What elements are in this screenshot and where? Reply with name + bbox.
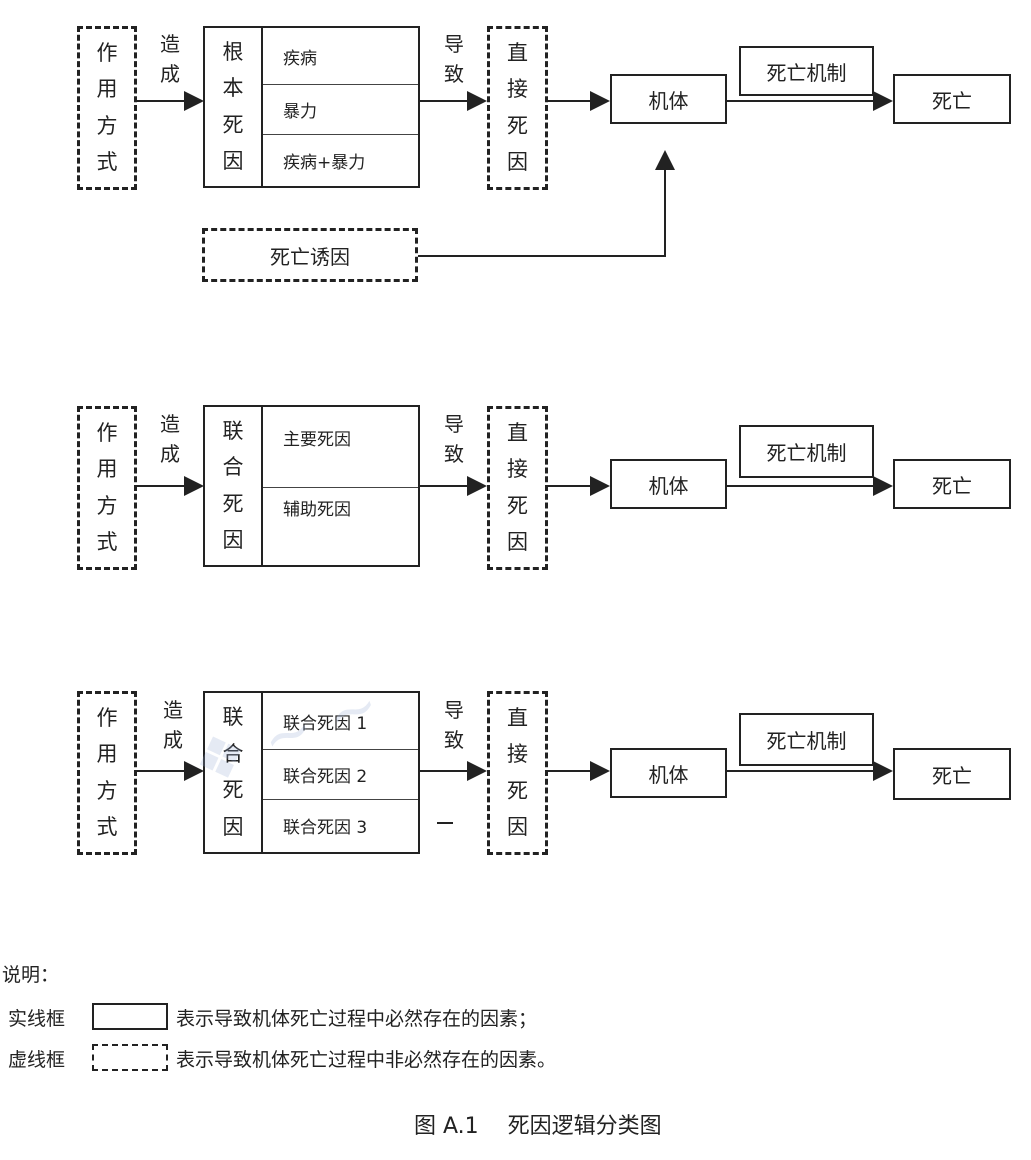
mechanism-box: 死亡机制 (739, 46, 874, 96)
cause-verb-label: 造成 (163, 698, 183, 752)
cause-verb-label: 造成 (160, 32, 180, 86)
manner-char: 式 (96, 150, 118, 175)
manner-char: 方 (96, 113, 118, 138)
root-cause-title: 根 本 死 因 (222, 39, 244, 174)
combined-cause-item: 主要死因 (283, 429, 351, 450)
root-cause-box: 根 本 死 因 疾病 暴力 疾病+暴力 (203, 26, 420, 188)
death-box: 死亡 (893, 748, 1011, 800)
combined-cause-item: 联合死因 2 (283, 766, 368, 787)
direct-cause-box: 直 接 死 因 (487, 691, 548, 855)
lead-verb-label: 导致 (444, 412, 464, 466)
mechanism-box: 死亡机制 (739, 425, 874, 478)
body-box: 机体 (610, 74, 727, 124)
lead-verb-label: 导致 (444, 698, 464, 752)
arrow-precipitating-to-body (418, 150, 675, 257)
cause-verb-label: 造成 (160, 412, 180, 466)
body-box: 机体 (610, 459, 727, 509)
death-box: 死亡 (893, 74, 1011, 124)
mechanism-box: 死亡机制 (739, 713, 874, 766)
figure-caption: 图 A.1 死因逻辑分类图 (414, 1114, 662, 1139)
combined-cause-box: 联 合 死 因 主要死因 辅助死因 (203, 405, 420, 567)
body-box: 机体 (610, 748, 727, 798)
combined-cause-title: 联 合 死 因 (222, 418, 244, 553)
root-cause-item: 疾病 (283, 48, 317, 69)
combined-cause-item: 辅助死因 (283, 499, 351, 520)
direct-cause-box: 直 接 死 因 (487, 406, 548, 570)
legend-solid-label: 实线框 (8, 1008, 66, 1030)
legend-heading: 说明： (2, 964, 60, 986)
root-cause-item: 疾病+暴力 (283, 152, 366, 173)
root-cause-item: 暴力 (283, 101, 317, 122)
legend-solid-desc: 表示导致机体死亡过程中必然存在的因素； (176, 1008, 538, 1030)
manner-box: 作 用 方 式 (77, 691, 137, 855)
combined-cause-title: 联 合 死 因 (222, 704, 244, 840)
combined-cause-box: 联 合 死 因 联合死因 1 联合死因 2 联合死因 3 (203, 691, 420, 854)
legend-dashed-swatch (92, 1044, 168, 1071)
manner-box: 作 用 方 式 (77, 406, 137, 570)
legend-dashed-label: 虚线框 (8, 1049, 66, 1071)
combined-cause-item: 联合死因 1 (283, 713, 368, 734)
manner-box: 作 用 方 式 (77, 26, 137, 190)
legend-solid-swatch (92, 1003, 168, 1030)
combined-cause-item: 联合死因 3 (283, 818, 368, 838)
legend-dashed-desc: 表示导致机体死亡过程中非必然存在的因素。 (176, 1049, 557, 1071)
lead-verb-label: 导致 (444, 32, 464, 86)
manner-char: 用 (96, 77, 118, 102)
death-box: 死亡 (893, 459, 1011, 509)
direct-cause-box: 直 接 死 因 (487, 26, 548, 190)
manner-char: 作 (96, 40, 118, 65)
precipitating-box: 死亡诱因 (202, 228, 418, 282)
